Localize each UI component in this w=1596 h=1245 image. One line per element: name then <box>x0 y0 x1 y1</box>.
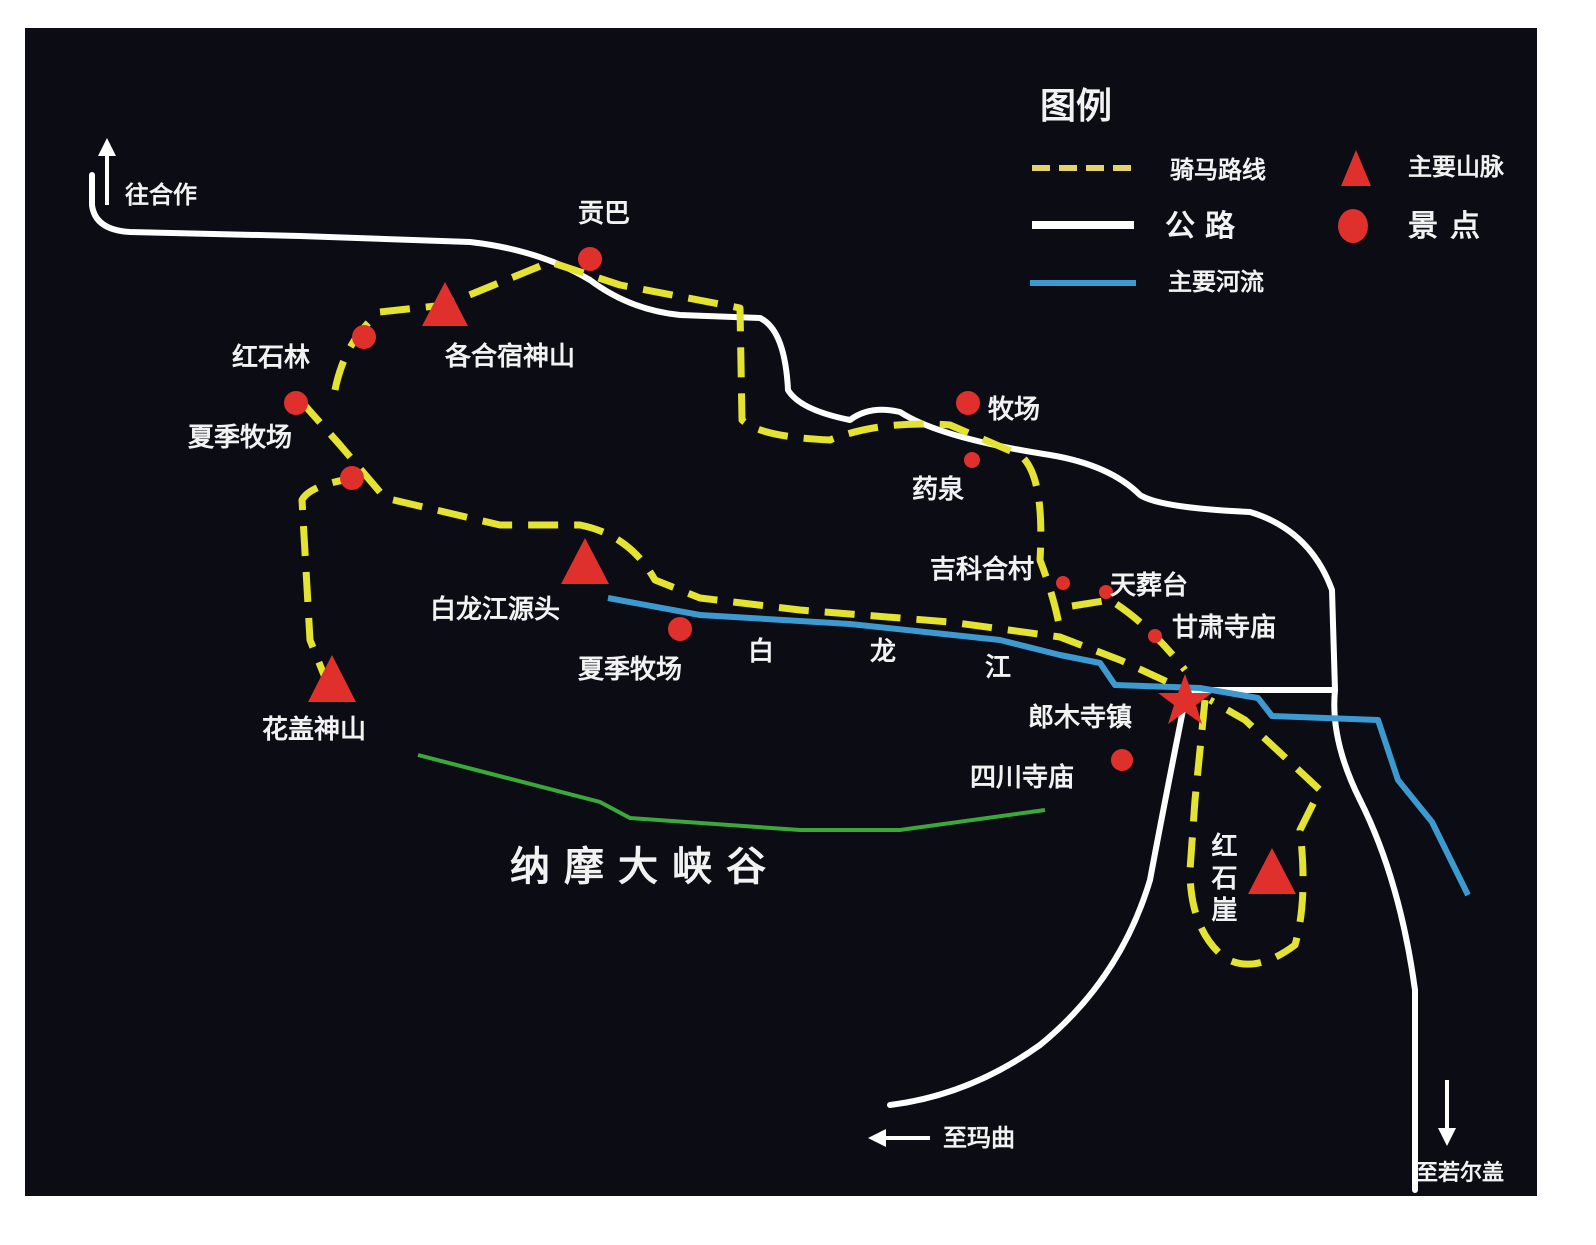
scenic-spot-icon <box>578 247 602 271</box>
scenic-label: 夏季牧场 <box>188 423 292 453</box>
map-background <box>25 28 1537 1196</box>
town-star-icon <box>1158 674 1212 724</box>
scenic-label: 红石林 <box>232 342 310 373</box>
river-label-char: 白 <box>748 636 774 667</box>
scenic-label: 吉科合村 <box>930 554 1034 585</box>
scenic-label: 药泉 <box>912 474 965 505</box>
scenic-spot-icon <box>1111 749 1133 771</box>
scenic-spot-icon <box>1099 585 1113 599</box>
mountain-label: 花盖神山 <box>262 714 366 745</box>
river-label-char: 江 <box>985 653 1011 683</box>
scenic-label: 天葬台 <box>1110 570 1188 601</box>
direction-label-maqu: 至玛曲 <box>943 1124 1015 1152</box>
mountain-label: 各合宿神山 <box>444 341 575 372</box>
mountain-icon <box>422 282 468 326</box>
canyon-line <box>417 753 1046 832</box>
arrow-west-icon <box>868 1129 930 1147</box>
legend-label: 骑马路线 <box>1170 156 1266 184</box>
legend-label: 公路 <box>1165 209 1245 244</box>
legend-scenic-spot-icon <box>1338 209 1368 243</box>
horse-route-central <box>297 397 1187 694</box>
town-label: 郎木寺镇 <box>1028 703 1132 733</box>
legend-label: 景点 <box>1408 209 1492 244</box>
scenic-spot-icon <box>1056 576 1070 590</box>
river-bailong <box>607 595 1471 897</box>
mountain-label: 白龙江源头 <box>430 594 560 625</box>
arrow-north-icon <box>98 138 116 205</box>
road-to-maqu <box>887 697 1188 1108</box>
scenic-label: 甘肃寺庙 <box>1172 612 1276 643</box>
direction-label-zoige: 至若尔盖 <box>1416 1160 1504 1186</box>
mountain-icon <box>561 538 609 584</box>
horse-route-north-loop <box>331 258 1064 631</box>
scenic-spot-markers <box>284 247 1162 771</box>
mountain-icon <box>1248 848 1296 894</box>
legend: 图例 骑马路线 公路 主要河流 主要山脉 景点 <box>1030 86 1505 296</box>
arrow-south-icon <box>1438 1080 1456 1146</box>
river-label-char: 龙 <box>870 637 896 667</box>
scenic-spot-icon <box>956 391 980 415</box>
mountain-label-hongshiya: 红石崖 <box>1207 831 1238 928</box>
horse-route-south-loop <box>1186 696 1324 968</box>
scenic-label: 四川寺庙 <box>970 762 1074 793</box>
legend-mountain-icon <box>1341 150 1371 186</box>
legend-label: 主要河流 <box>1168 268 1264 296</box>
scenic-label: 夏季牧场 <box>578 655 682 685</box>
direction-label-north: 往合作 <box>125 181 197 209</box>
canyon-label: 纳摩大峡谷 <box>510 844 780 890</box>
legend-title: 图例 <box>1040 86 1112 127</box>
scenic-label: 牧场 <box>988 395 1040 425</box>
scenic-spot-icon <box>284 391 308 415</box>
mountain-icon <box>308 655 356 702</box>
scenic-spot-icon <box>1148 629 1162 643</box>
scenic-spot-icon <box>352 325 376 349</box>
scenic-label: 贡巴 <box>578 199 630 229</box>
legend-label: 主要山脉 <box>1408 153 1505 181</box>
scenic-spot-icon <box>340 466 364 490</box>
scenic-spot-icon <box>668 617 692 641</box>
scenic-spot-icon <box>964 452 980 468</box>
